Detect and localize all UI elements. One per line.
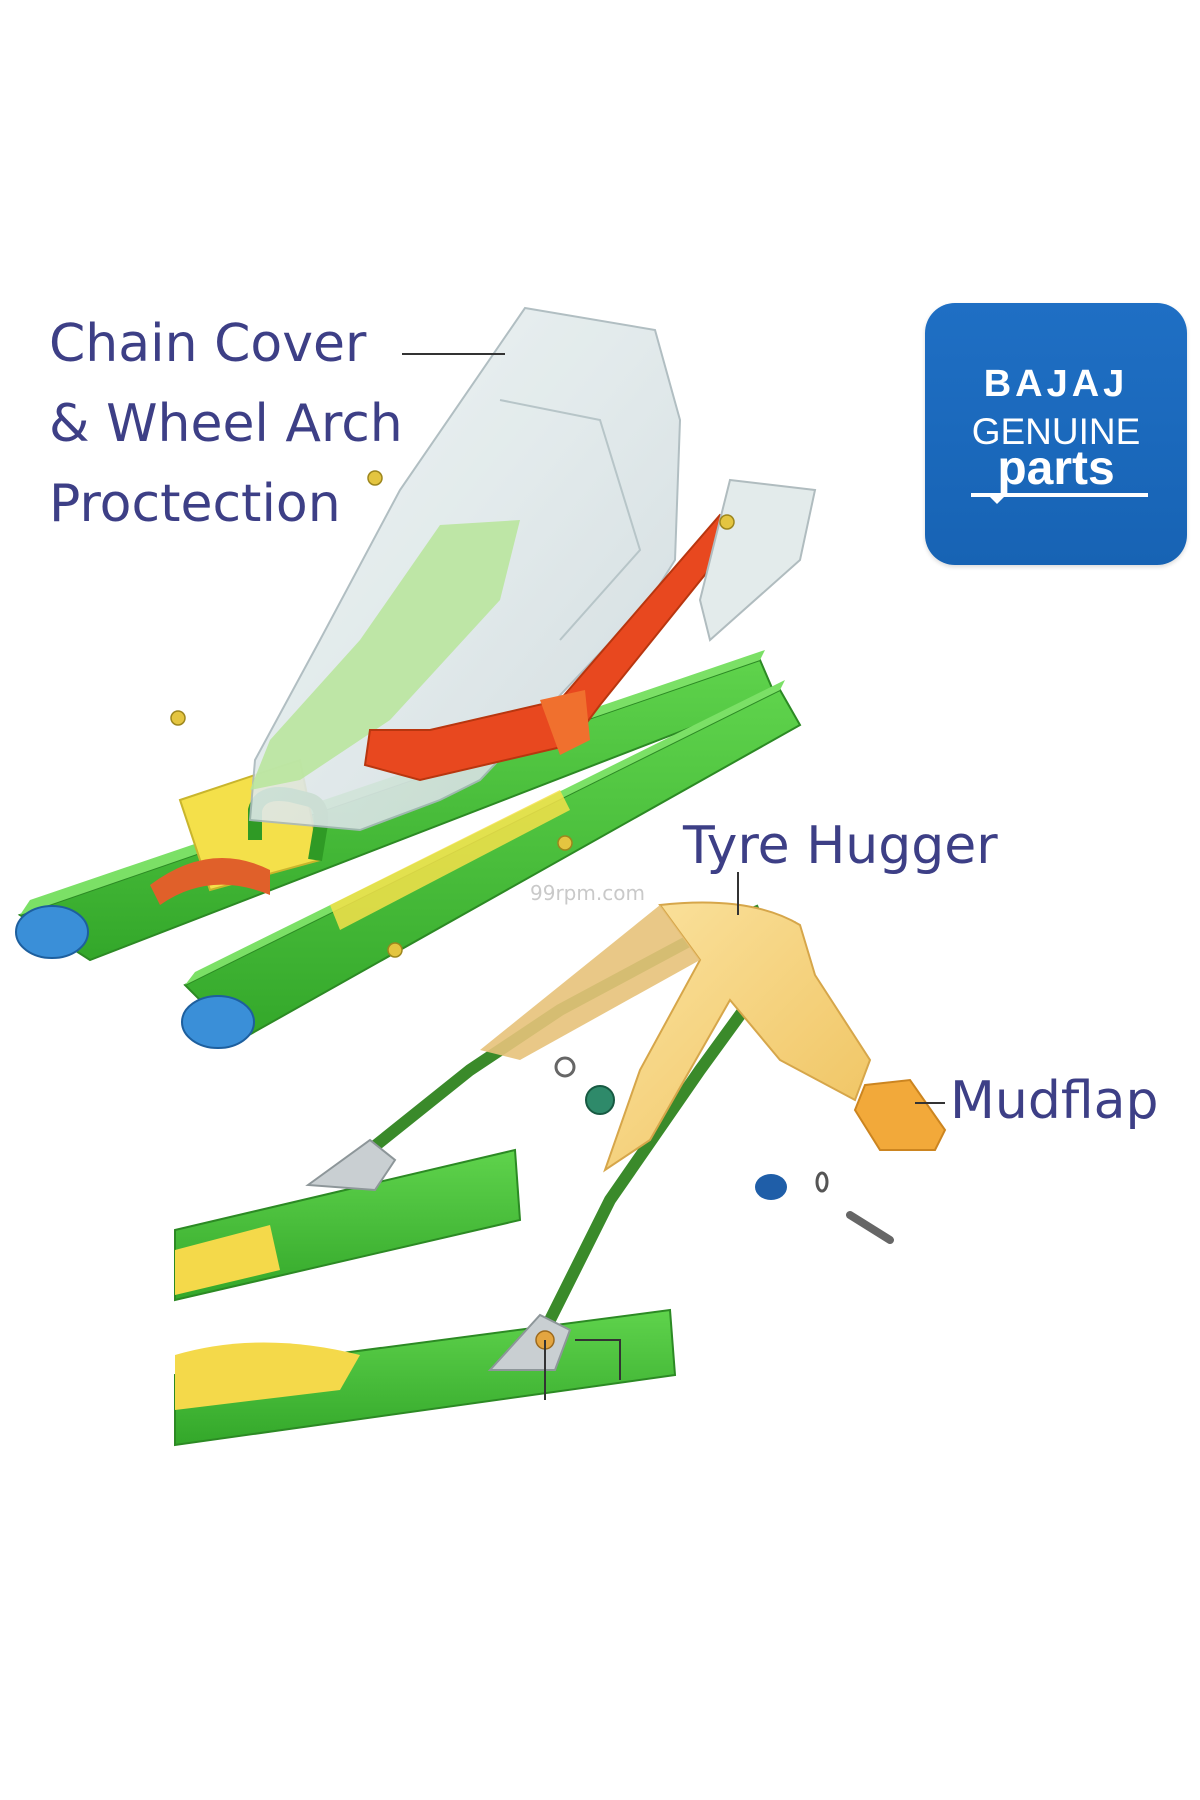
chain-cover-ridge (499, 399, 642, 641)
badge-subtitle: GENUINE (971, 411, 1141, 452)
mudflap-label: Mudflap (950, 1071, 1159, 1131)
bolt-icon (170, 470, 735, 958)
chain-cover-green-band (250, 520, 520, 790)
pivot-cap-right (181, 995, 255, 1049)
chain-cover-label-line2: & Wheel Arch (49, 394, 403, 454)
chain-cover-label-line3: Proctection (49, 474, 341, 534)
pivot-cap-left (15, 905, 89, 959)
mount-bracket-upper (305, 1138, 397, 1192)
chain-cover-label-line1: Chain Cover (49, 314, 367, 374)
badge-underline (971, 493, 1148, 497)
tyre-hugger-label: Tyre Hugger (683, 816, 998, 876)
mount-leader (544, 1339, 621, 1400)
mount-bracket-lower (487, 1313, 572, 1371)
badge-arrow-icon (989, 496, 1005, 504)
badge-product: parts (997, 442, 1115, 495)
rubber-grommet (755, 1174, 787, 1200)
lower-swingarm-yellow (175, 1225, 280, 1295)
nut-icon (585, 1085, 615, 1115)
watermark: 99rpm.com (530, 881, 645, 905)
spring-washer (815, 1171, 829, 1193)
badge-brand: BAJAJ (983, 363, 1129, 405)
chain-guide-tab (540, 690, 590, 755)
washer-icon (554, 1056, 576, 1078)
bajaj-genuine-parts-logo: BAJAJ GENUINE parts (925, 303, 1187, 565)
swingarm-yellow-band (330, 790, 570, 930)
tyre-hugger (603, 901, 872, 1173)
mounting-plate (698, 478, 817, 642)
swingarm-pivot-recess (150, 858, 270, 905)
mudflap (853, 1078, 947, 1151)
hex-bolt (846, 1211, 894, 1244)
tyre-hugger-fin (480, 905, 700, 1060)
lower-swingarm-yellow-2 (175, 1342, 360, 1410)
